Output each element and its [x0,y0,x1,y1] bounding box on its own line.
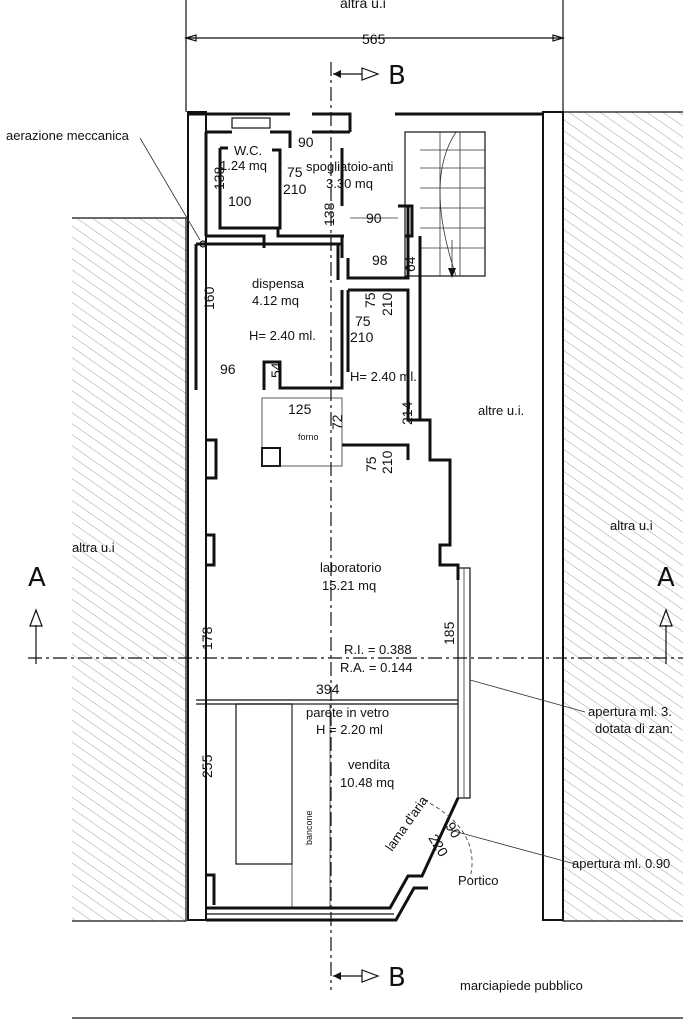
corridor-walls [342,206,460,580]
counter [235,703,293,865]
dispensa-walls [194,234,344,390]
wc-window [231,117,271,129]
wc-walls [204,130,344,238]
section-arrow-b-top [333,67,380,81]
dispensa-area: 4.12 mq [252,293,299,308]
staircase [404,131,486,278]
dim-wc-door: 90 [298,134,314,150]
dim-corr-door-w: 75 [355,313,371,329]
dim-forno-125: 125 [288,401,312,417]
laboratorio-ra: R.A. = 0.144 [340,660,413,675]
aerazione-leader [139,137,201,241]
dim-door-90: 90 [442,819,464,841]
dim-nook-54: 54 [268,362,284,378]
other-units-label: altre u.i. [478,403,524,418]
counter-label: bancone [304,810,314,845]
dim-lab-width: 394 [316,681,340,697]
section-arrow-b-bottom [333,969,380,983]
opening-side-label-1: apertura ml. 3. [588,704,672,719]
dim-lab-185: 185 [441,621,457,645]
dim-passage-98: 98 [372,252,388,268]
aerazione-vent [199,240,207,248]
portico-label: Portico [458,873,498,888]
section-a-right-label: A [657,563,675,593]
dim-lab-178: 178 [199,626,215,650]
dim-wc-width: 100 [228,193,252,209]
dispensa-name: dispensa [252,276,305,291]
wc-name: W.C. [234,143,262,158]
dim-dispensa-door-w: 75 [362,292,378,308]
section-a-left-label: A [28,563,46,593]
sidewalk-label: marciapiede pubblico [460,978,583,993]
entrance-walls [206,797,460,922]
spogliatoio-walls [312,130,414,258]
dim-dispensa-depth: 160 [201,286,217,310]
forno-outline [261,397,343,467]
top-neighbor-label: altra u.i [340,0,386,11]
vendita-name: vendita [348,757,391,772]
exterior-wall-right [542,111,564,921]
section-b-top-label: B [388,61,406,91]
dim-wc-depth: 138 [211,166,227,190]
left-wall-recesses [206,438,218,905]
aerazione-label: aerazione meccanica [6,128,130,143]
opening-door-label: apertura ml. 0.90 [572,856,670,871]
dim-lab-door-w: 75 [363,456,379,472]
dim-nook-96: 96 [220,361,236,377]
top-wall [188,112,543,132]
dim-anti-door: 90 [366,210,382,226]
dim-dispensa-door-h: 210 [379,292,395,316]
side-opening-leader [469,679,586,713]
forno-block [261,447,281,467]
spogliatoio-area: 3.30 mq [326,176,373,191]
laboratorio-ri: R.I. = 0.388 [344,642,412,657]
wc-area: 1.24 mq [220,158,267,173]
exterior-wall-left [187,111,207,921]
corridor-height: H= 2.40 ml. [350,369,417,384]
air-blade-label: lama d'aria [382,793,431,854]
right-neighbor-hatch [563,112,683,921]
dim-forno-72: 72 [329,414,345,430]
dim-vendita-255: 255 [199,754,215,778]
section-arrow-a-left [29,608,43,664]
laboratorio-area: 15.21 mq [322,578,376,593]
dim-corr-door-h: 210 [350,329,374,345]
dispensa-height: H= 2.40 ml. [249,328,316,343]
partition-label: parete in vetro [306,705,389,720]
oven-label: forno [298,432,319,442]
partition-height: H = 2.20 ml [316,722,383,737]
section-arrow-a-right [659,608,673,664]
dim-anti-depth: 138 [321,202,337,226]
left-neighbor-label: altra u.i [72,540,115,555]
dim-wc-door-w: 75 [287,164,303,180]
section-b-bottom-label: B [388,963,406,993]
dim-passage-64: 64 [402,256,418,272]
door-leader [449,829,576,865]
dim-lab-door-h: 210 [379,450,395,474]
spogliatoio-name: spogliatoio-anti [306,159,394,174]
dim-wc-door-h: 210 [283,181,307,197]
overall-width-dimension: 565 [362,31,386,47]
left-neighbor-hatch [72,218,186,921]
opening-side-label-2: dotata di zan: [595,721,673,736]
dim-corr-214: 214 [399,401,415,425]
right-neighbor-label: altra u.i [610,518,653,533]
vendita-area: 10.48 mq [340,775,394,790]
laboratorio-name: laboratorio [320,560,381,575]
